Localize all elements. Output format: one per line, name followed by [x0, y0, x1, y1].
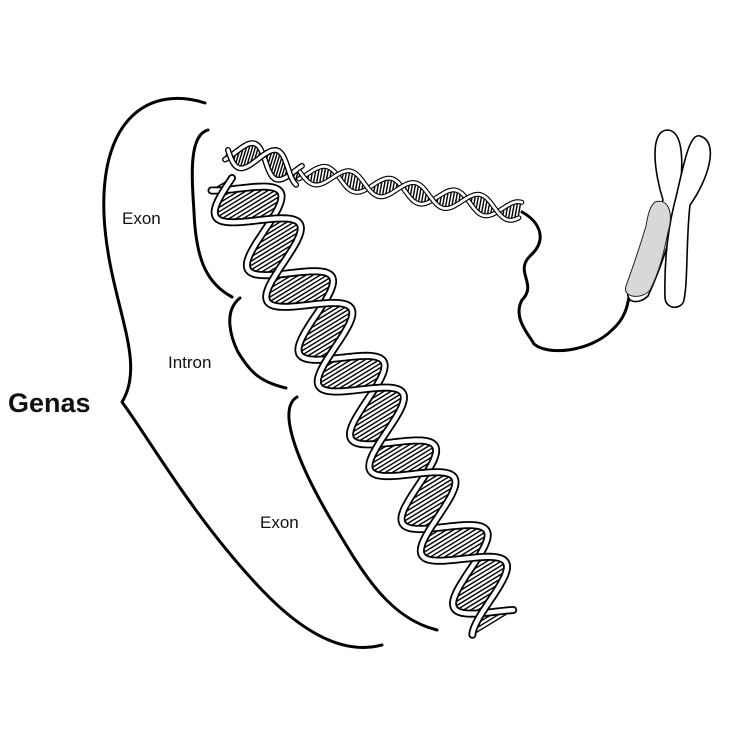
base-pair-rung [242, 143, 252, 169]
exon-bottom-label: Exon [260, 513, 299, 532]
chromatin-fiber [517, 210, 632, 353]
base-pair-rung [453, 575, 505, 608]
base-pair-rung [431, 527, 485, 561]
base-pair-rung [426, 525, 481, 560]
base-pair-rung [371, 440, 424, 473]
base-pair-rung [447, 189, 453, 209]
intron-bracket [228, 296, 288, 390]
base-pair-rung [401, 490, 454, 524]
base-pair-rung [214, 186, 261, 215]
base-pair-rung [272, 152, 282, 178]
base-pair-rung [404, 477, 455, 509]
base-pair-rung [317, 355, 365, 385]
base-pair-rung [281, 276, 333, 308]
base-pair-rung [275, 273, 330, 307]
intron-label: Intron [168, 353, 211, 372]
dna-double-helix [207, 174, 518, 639]
base-pair-rung [369, 439, 417, 470]
base-pair-rung [477, 194, 483, 214]
base-pair-rung [423, 524, 476, 558]
base-pair-rung [300, 326, 348, 357]
base-pair-rung [385, 445, 436, 477]
base-pair-rung [379, 442, 434, 477]
backbone-strand-fill [298, 169, 521, 222]
base-pair-rung [318, 166, 324, 185]
chromosome-condensed-region [625, 200, 671, 297]
base-pair-rung [381, 178, 387, 197]
base-pair-rung [420, 524, 470, 555]
base-pair-rung [219, 186, 274, 221]
chromosome [625, 129, 712, 309]
base-pair-rung [315, 167, 321, 186]
base-pair-rung [352, 392, 404, 424]
base-pair-rung [438, 530, 488, 562]
gene-bracket [102, 97, 384, 650]
exon-top-bracket [190, 128, 234, 299]
backbone-strand [207, 182, 518, 618]
base-pair-rung [417, 185, 423, 204]
base-pair-rung [216, 186, 268, 219]
base-pair-rung [333, 360, 384, 393]
base-pair-rung [452, 570, 507, 605]
base-pair-rung [480, 196, 486, 215]
base-pair-rung [455, 582, 502, 611]
base-pair-rung [223, 188, 278, 223]
base-pair-rung [271, 271, 326, 306]
base-pair-rung [327, 358, 382, 392]
base-pair-rung [453, 565, 508, 600]
base-pair-rung [349, 400, 404, 435]
base-pair-rung [246, 235, 300, 269]
base-pair-rung [401, 485, 456, 520]
base-pair-rung [246, 230, 301, 265]
base-pair-rung [352, 411, 400, 442]
base-pair-rung [402, 480, 456, 515]
base-pair-rung [301, 307, 352, 339]
base-pair-rung [350, 395, 405, 430]
gene-label: Genas [8, 388, 91, 418]
base-pair-rung [384, 178, 390, 197]
base-pair-rung [299, 310, 353, 345]
base-pair-rung [351, 173, 357, 192]
backbone-strand-fill [223, 141, 304, 182]
base-pair-rung [403, 497, 451, 527]
base-pair-rung [250, 222, 300, 254]
base-pair-rung [266, 270, 313, 300]
base-pair-rung [298, 315, 353, 350]
base-pair-rung [322, 356, 378, 391]
base-pair-rung [350, 405, 403, 439]
base-pair-rung [229, 191, 281, 223]
base-pair-rung [348, 171, 354, 190]
base-pair-rung [414, 183, 420, 203]
base-pair-rung [248, 241, 297, 272]
base-pair-rung [267, 270, 320, 304]
backbone-strand-fill [212, 175, 510, 637]
base-pair-rung [444, 190, 450, 209]
backbone-strand-fill [226, 148, 298, 187]
base-pair-rung [513, 201, 519, 220]
base-pair-rung [374, 441, 430, 475]
backbone-strand-fill [209, 184, 516, 616]
base-pair-rung [247, 226, 302, 260]
dna-helix-thin-segment [222, 140, 525, 223]
exon-top-label: Exon [122, 209, 161, 228]
base-pair-rung [298, 320, 351, 354]
base-pair-rung [455, 562, 507, 594]
base-pair-rung [319, 355, 372, 388]
base-pair-rung [510, 202, 516, 221]
exon-bottom-bracket [287, 395, 439, 632]
chromatid-right [664, 135, 712, 309]
